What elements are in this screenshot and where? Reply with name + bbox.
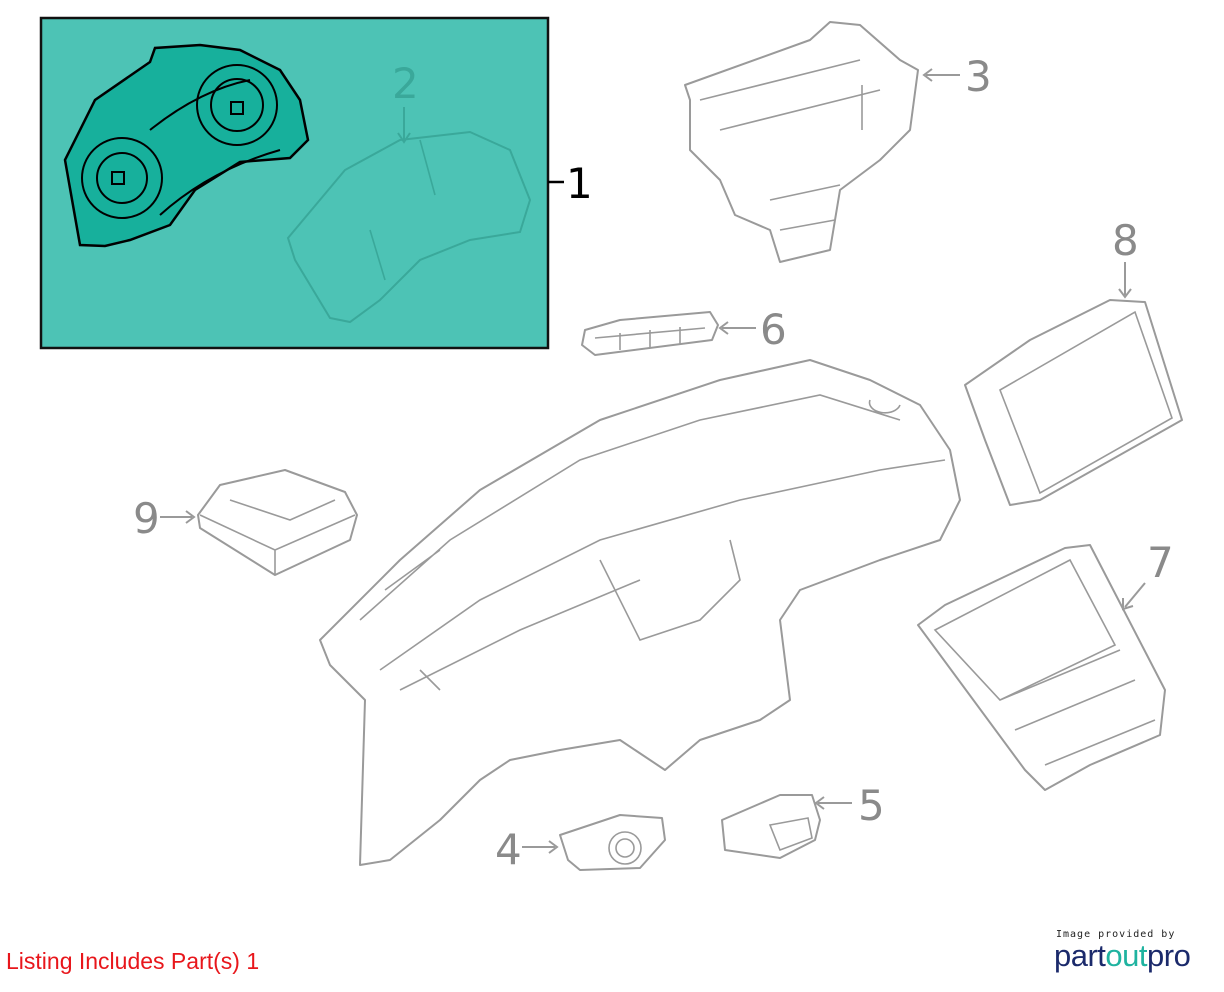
callout-2: 2: [392, 59, 419, 108]
logo-part: part: [1054, 938, 1106, 973]
callout-9: 9: [133, 494, 160, 543]
part-4[interactable]: [559, 814, 666, 871]
part-6[interactable]: [581, 311, 719, 356]
logo-pro: pro: [1147, 938, 1191, 973]
part-5[interactable]: [721, 794, 821, 859]
callout-8: 8: [1112, 216, 1139, 265]
listing-includes-text: Listing Includes Part(s) 1: [6, 948, 260, 974]
part-7[interactable]: [917, 544, 1166, 791]
callout-7: 7: [1147, 538, 1174, 587]
callout-1: 1: [566, 159, 593, 208]
callout-6: 6: [760, 305, 787, 354]
callout-5: 5: [858, 781, 885, 830]
partoutpro-logo: partoutpro: [1054, 938, 1191, 974]
part-8[interactable]: [964, 299, 1183, 506]
part-1-highlight[interactable]: 2: [39, 16, 550, 350]
part-9[interactable]: [197, 469, 358, 576]
logo-out: out: [1105, 938, 1148, 973]
callout-3: 3: [965, 52, 992, 101]
image-credit-caption: Image provided by: [1056, 929, 1176, 940]
part-3[interactable]: [684, 21, 919, 263]
cluster-lens: [286, 130, 532, 324]
instrument-cluster: [63, 43, 310, 248]
dashboard-panel[interactable]: [319, 359, 961, 866]
callout-4: 4: [495, 825, 522, 874]
